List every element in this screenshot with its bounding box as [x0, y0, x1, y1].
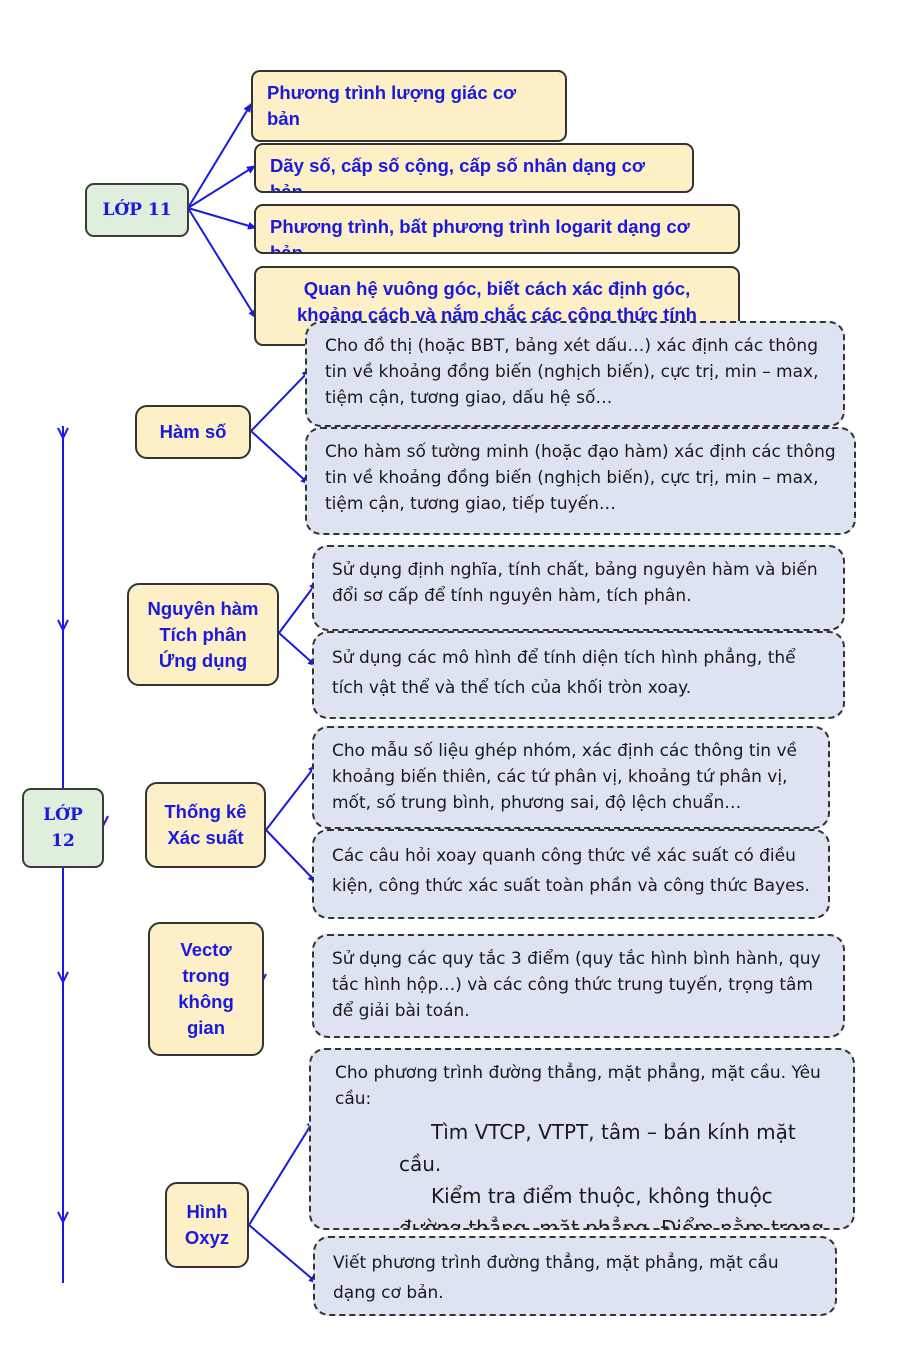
topic-oxyz: Hình Oxyz — [165, 1182, 249, 1268]
arrow-lop11-2 — [187, 165, 256, 209]
topic-thong-ke: Thống kê Xác suất — [145, 782, 266, 868]
lop11-item-2: Dãy số, cấp số cộng, cấp số nhân dạng cơ… — [254, 143, 694, 193]
topic-nguyen-ham: Nguyên hàm Tích phân Ứng dụng — [127, 583, 279, 686]
detail-thong-ke-2: Các câu hỏi xoay quanh công thức về xác … — [312, 829, 830, 919]
lop11-node: LỚP 11 — [85, 183, 189, 237]
lop11-label: LỚP 11 — [102, 200, 172, 220]
timeline-tick-1 — [57, 427, 69, 441]
timeline-tick-3 — [57, 971, 69, 985]
oxyz-line1: Tìm VTCP, VTPT, tâm – bán kính mặt — [431, 1120, 796, 1144]
detail-ham-so-1: Cho đồ thị (hoặc BBT, bảng xét dấu…) xác… — [305, 321, 845, 427]
arrow-nguyenham-2 — [278, 632, 317, 667]
lop11-item-1: Phương trình lượng giác cơ bản — [251, 70, 567, 142]
detail-thong-ke-1: Cho mẫu số liệu ghép nhóm, xác định các … — [312, 726, 830, 829]
arrow-nguyenham-1 — [278, 581, 318, 634]
topic-vecto: Vectơ trong không gian — [148, 922, 264, 1056]
oxyz-line4: đường thẳng, mặt phẳng. Điểm nằm trong — [399, 1216, 825, 1230]
detail-oxyz-1: Cho phương trình đường thẳng, mặt phẳng,… — [309, 1048, 855, 1230]
oxyz-line2: cầu. — [399, 1152, 442, 1176]
arrow-lop11-4 — [187, 207, 257, 319]
timeline-tick-4 — [57, 1211, 69, 1225]
lop12-label-line2: 12 — [51, 831, 75, 851]
detail-vecto-1: Sử dụng các quy tắc 3 điểm (quy tắc hình… — [312, 934, 845, 1038]
oxyz-line3: Kiểm tra điểm thuộc, không thuộc — [431, 1184, 773, 1208]
lop11-item-3: Phương trình, bất phương trình logarit d… — [254, 204, 740, 254]
arrow-thongke-1 — [265, 764, 317, 831]
lop12-label-line1: LỚP — [43, 805, 83, 825]
arrow-oxyz-1 — [248, 1119, 315, 1226]
arrow-lop11-3 — [187, 207, 257, 230]
arrow-lop11-1 — [187, 103, 252, 209]
arrow-hamso-1 — [250, 369, 311, 432]
detail-nguyen-ham-1: Sử dụng định nghĩa, tính chất, bảng nguy… — [312, 545, 845, 631]
oxyz-intro: Cho phương trình đường thẳng, mặt phẳng,… — [335, 1063, 821, 1109]
arrow-hamso-2 — [250, 430, 310, 485]
topic-ham-so: Hàm số — [135, 405, 251, 459]
arrow-thongke-2 — [265, 829, 317, 883]
arrow-oxyz-2 — [248, 1224, 318, 1284]
lop12-node: LỚP 12 — [22, 788, 104, 868]
detail-nguyen-ham-2: Sử dụng các mô hình để tính diện tích hì… — [312, 631, 845, 719]
timeline-tick-2 — [57, 619, 69, 633]
detail-oxyz-2: Viết phương trình đường thẳng, mặt phẳng… — [313, 1236, 837, 1316]
detail-ham-so-2: Cho hàm số tường minh (hoặc đạo hàm) xác… — [305, 427, 856, 535]
